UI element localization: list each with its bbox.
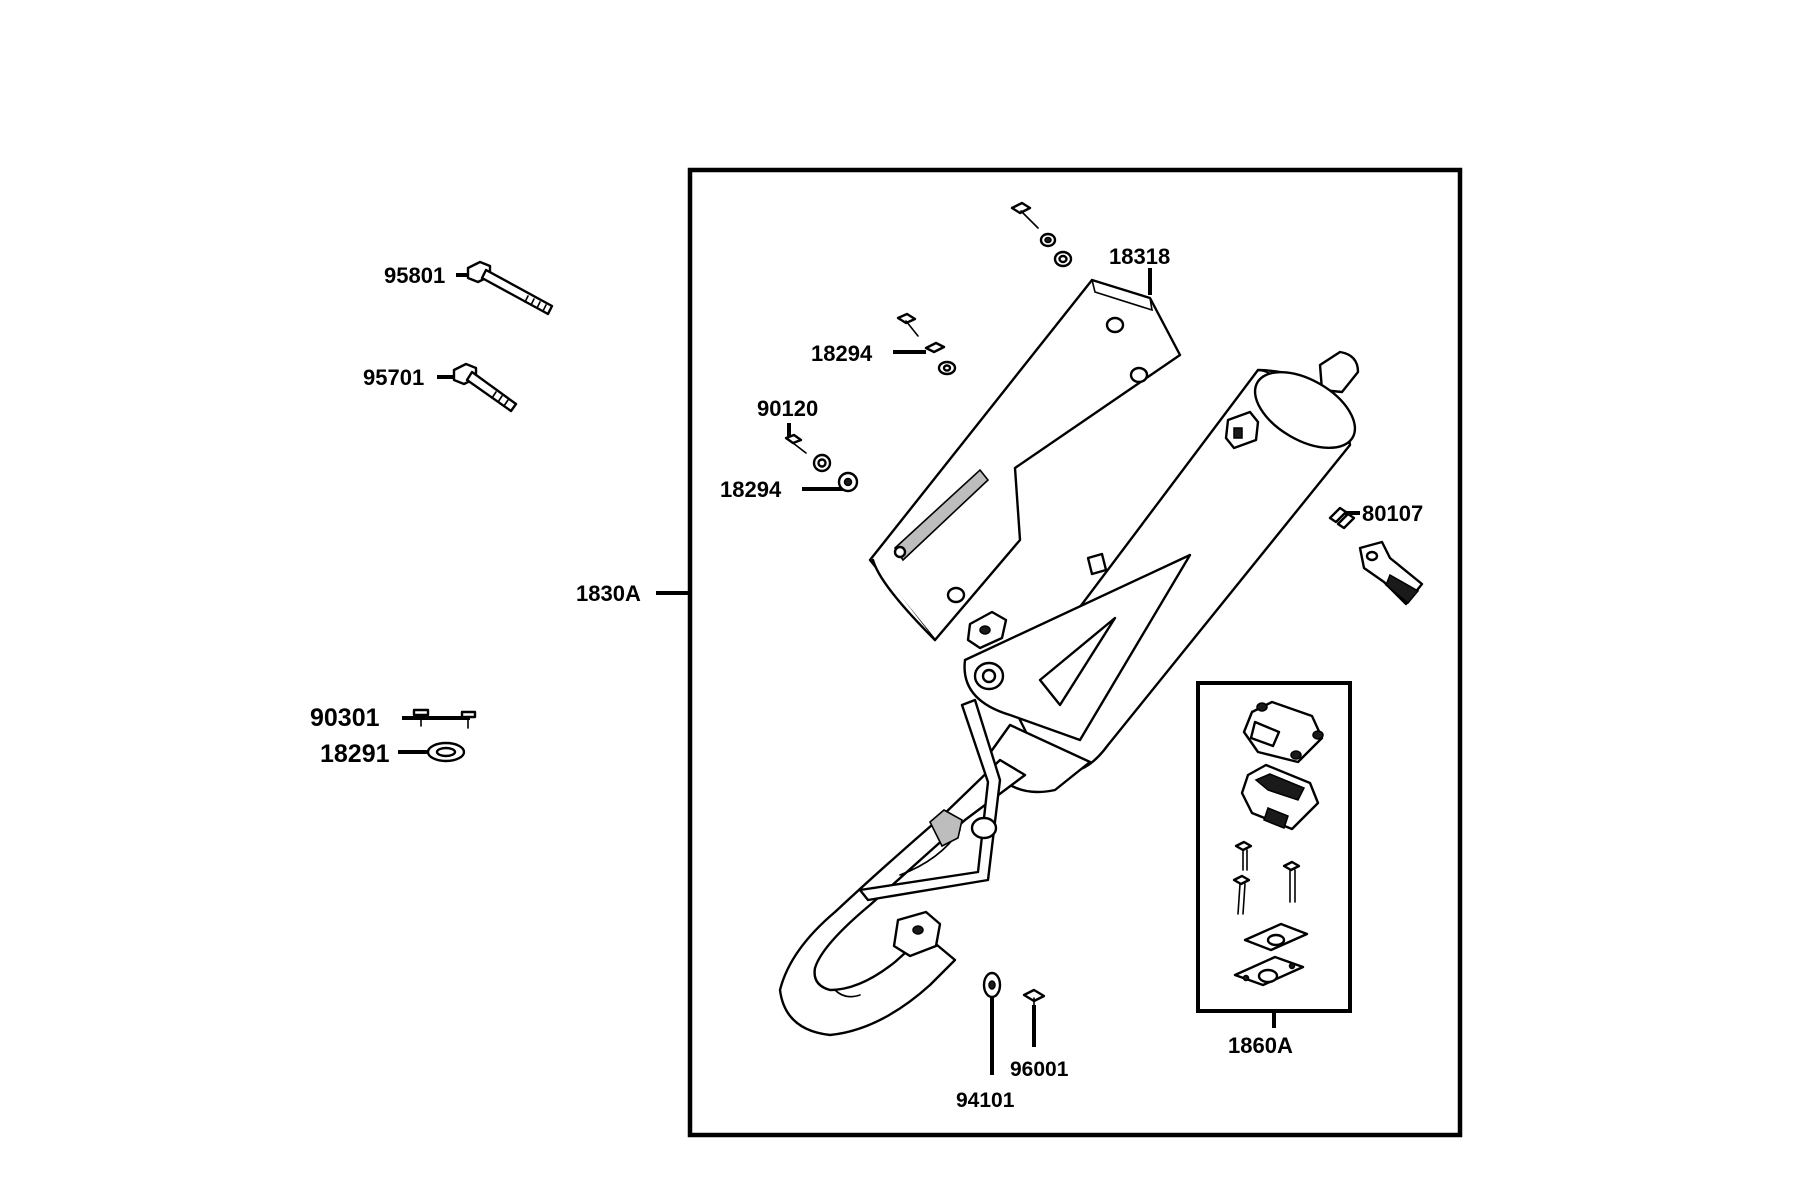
screw-set-top bbox=[1010, 201, 1073, 268]
label-18318: 18318 bbox=[1109, 244, 1170, 269]
label-80107: 80107 bbox=[1362, 501, 1423, 526]
label-96001: 96001 bbox=[1010, 1058, 1069, 1081]
label-95801: 95801 bbox=[384, 263, 445, 288]
label-94101: 94101 bbox=[956, 1089, 1015, 1112]
label-90301: 90301 bbox=[310, 704, 380, 732]
screw-96001 bbox=[1022, 988, 1046, 1006]
clip-80107 bbox=[1328, 506, 1356, 530]
bolt-95701 bbox=[437, 362, 518, 413]
bolt-95801 bbox=[456, 260, 554, 316]
flange-set-1860A bbox=[1232, 700, 1324, 987]
washer-94101 bbox=[982, 971, 1002, 999]
muffler-1830A bbox=[963, 350, 1360, 794]
heat-shield-18318 bbox=[868, 278, 1182, 642]
pin-90301 bbox=[402, 708, 477, 729]
label-90120: 90120 bbox=[757, 396, 818, 421]
label-1860A: 1860A bbox=[1228, 1033, 1293, 1058]
assembly-box-1830A bbox=[687, 167, 1463, 1138]
label-18294-top: 18294 bbox=[811, 341, 873, 366]
label-1830A: 1830A bbox=[576, 581, 641, 606]
label-18291: 18291 bbox=[320, 740, 390, 768]
screw-90120 bbox=[784, 433, 859, 493]
washer-18291 bbox=[398, 741, 466, 763]
bracket-right bbox=[1358, 540, 1424, 606]
label-18294-bottom: 18294 bbox=[720, 477, 782, 502]
exhaust-pipe bbox=[778, 698, 1027, 1037]
screw-set-18294-top bbox=[896, 312, 957, 376]
label-95701: 95701 bbox=[363, 365, 424, 390]
